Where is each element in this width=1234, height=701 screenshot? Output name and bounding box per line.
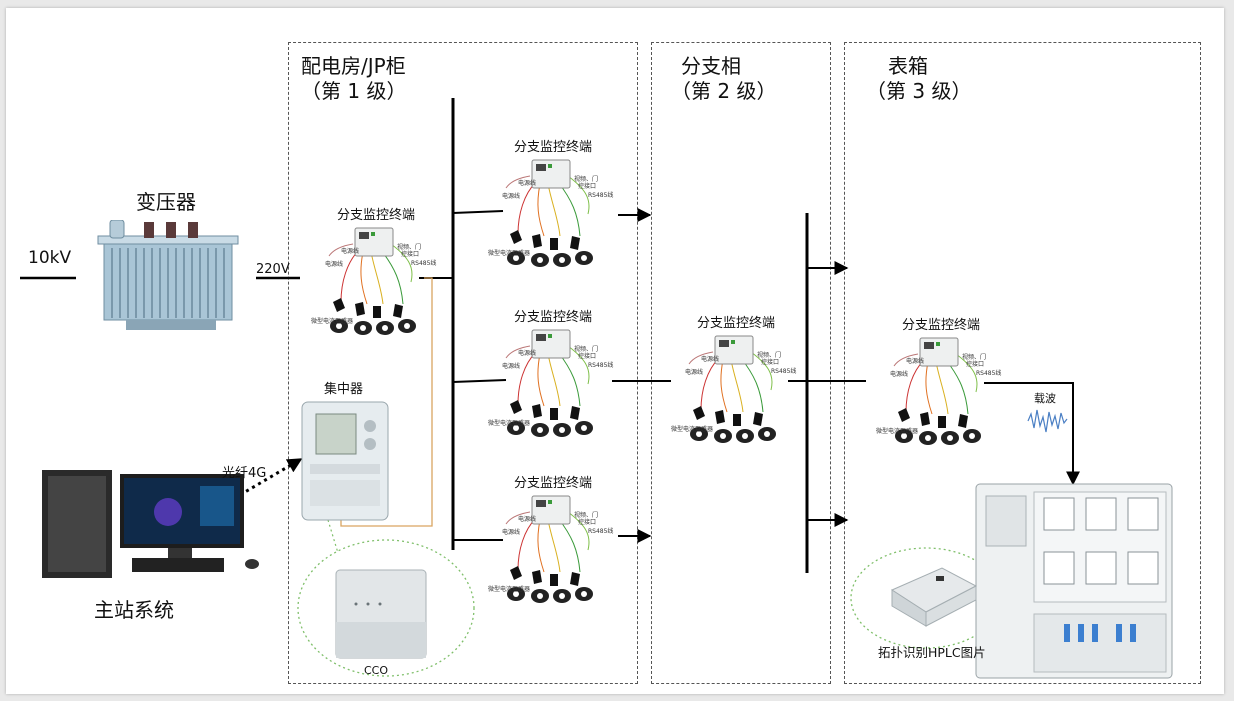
terminal-power-label: 电源线 bbox=[502, 529, 521, 536]
terminal-video-label: 视频、门 bbox=[962, 354, 987, 361]
terminal-rs485-label: RS485线 bbox=[771, 368, 797, 375]
voltage-in-label: 10kV bbox=[28, 248, 72, 268]
terminal-control-label: 控接口 bbox=[578, 353, 597, 360]
terminal-video-label: 视频、门 bbox=[574, 512, 599, 519]
terminal-power-label: 电源线 bbox=[502, 363, 521, 370]
computer-image bbox=[42, 470, 259, 578]
terminal-power-label: 电源线 bbox=[341, 248, 360, 255]
terminal-title: 分支监控终端 bbox=[901, 318, 980, 333]
zone-level2-title: 分支相 （第 2 级） bbox=[671, 54, 777, 103]
terminal-ct-label: 微型电流互感器 bbox=[488, 420, 531, 427]
terminal-control-label: 控接口 bbox=[578, 183, 597, 190]
cco-image bbox=[335, 569, 427, 659]
terminal-power-label: 电源线 bbox=[325, 261, 344, 268]
zone-level1 bbox=[288, 42, 638, 684]
terminal-power-label: 电源线 bbox=[890, 371, 909, 378]
terminal-level1-branch-c: 分支监控终端 电源线 电源线 视频、门 控接口 RS485线 微型电流互感器 bbox=[488, 472, 618, 607]
terminal-level2: 分支监控终端 电源线 电源线 视频、门 控接口 RS485线 微型电流互感器 bbox=[671, 312, 801, 447]
terminal-ct-label: 微型电流互感器 bbox=[488, 250, 531, 257]
terminal-power-label: 电源线 bbox=[518, 350, 537, 357]
concentrator-label: 集中器 bbox=[324, 382, 364, 397]
transformer-label: 变压器 bbox=[136, 190, 196, 214]
terminal-rs485-label: RS485线 bbox=[976, 370, 1002, 377]
zone-level3-title: 表箱 （第 3 级） bbox=[866, 54, 972, 103]
terminal-title: 分支监控终端 bbox=[513, 140, 592, 155]
terminal-power-label: 电源线 bbox=[518, 516, 537, 523]
terminal-rs485-label: RS485线 bbox=[411, 260, 437, 267]
terminal-title: 分支监控终端 bbox=[336, 208, 415, 223]
terminal-power-label: 电源线 bbox=[906, 358, 925, 365]
meter-box-image bbox=[975, 483, 1173, 679]
transformer-image bbox=[97, 220, 239, 330]
terminal-ct-label: 微型电流互感器 bbox=[311, 318, 354, 325]
concentrator-image bbox=[301, 401, 389, 521]
zone-level3 bbox=[844, 42, 1201, 684]
terminal-level1-branch-a: 分支监控终端 电源线 电源线 视频、门 控接口 RS485线 微型电流互感器 bbox=[488, 136, 618, 271]
terminal-rs485-label: RS485线 bbox=[588, 192, 614, 199]
link-label: 光纤4G bbox=[222, 466, 267, 481]
terminal-power-label: 电源线 bbox=[518, 180, 537, 187]
terminal-control-label: 控接口 bbox=[578, 519, 597, 526]
hplc-label: 拓扑识别HPLC图片 bbox=[878, 645, 986, 660]
master-station-label: 主站系统 bbox=[94, 598, 174, 622]
diagram-canvas: 配电房/JP柜 （第 1 级） 分支相 （第 2 级） 表箱 （第 3 级） bbox=[6, 8, 1224, 694]
terminal-control-label: 控接口 bbox=[401, 251, 420, 258]
terminal-ct-label: 微型电流互感器 bbox=[876, 428, 919, 435]
zone-level2 bbox=[651, 42, 831, 684]
terminal-video-label: 视频、门 bbox=[757, 352, 782, 359]
terminal-title: 分支监控终端 bbox=[513, 310, 592, 325]
voltage-out-label: 220V bbox=[256, 262, 290, 277]
terminal-video-label: 视频、门 bbox=[574, 176, 599, 183]
terminal-level1: 分支监控终端 电源线 电源线 视频、门 控接口 RS485线 微型电流互感器 bbox=[311, 204, 441, 339]
terminal-rs485-label: RS485线 bbox=[588, 528, 614, 535]
terminal-power-label: 电源线 bbox=[701, 356, 720, 363]
terminal-level1-branch-b: 分支监控终端 电源线 电源线 视频、门 控接口 RS485线 微型电流互感器 bbox=[488, 306, 618, 441]
terminal-rs485-label: RS485线 bbox=[588, 362, 614, 369]
terminal-power-label: 电源线 bbox=[685, 369, 704, 376]
terminal-video-label: 视频、门 bbox=[574, 346, 599, 353]
terminal-video-label: 视频、门 bbox=[397, 244, 422, 251]
terminal-title: 分支监控终端 bbox=[513, 476, 592, 491]
terminal-power-label: 电源线 bbox=[502, 193, 521, 200]
terminal-level3: 分支监控终端 电源线 电源线 视频、门 控接口 RS485线 微型电流互感器 bbox=[876, 314, 1006, 449]
terminal-title: 分支监控终端 bbox=[696, 316, 775, 331]
terminal-ct-label: 微型电流互感器 bbox=[671, 426, 714, 433]
hplc-module-image bbox=[890, 567, 978, 627]
cco-label: CCO bbox=[364, 664, 389, 677]
carrier-label: 载波 bbox=[1034, 392, 1056, 405]
zone-level1-title: 配电房/JP柜 （第 1 级） bbox=[301, 54, 407, 103]
terminal-control-label: 控接口 bbox=[966, 361, 985, 368]
terminal-ct-label: 微型电流互感器 bbox=[488, 586, 531, 593]
terminal-control-label: 控接口 bbox=[761, 359, 780, 366]
